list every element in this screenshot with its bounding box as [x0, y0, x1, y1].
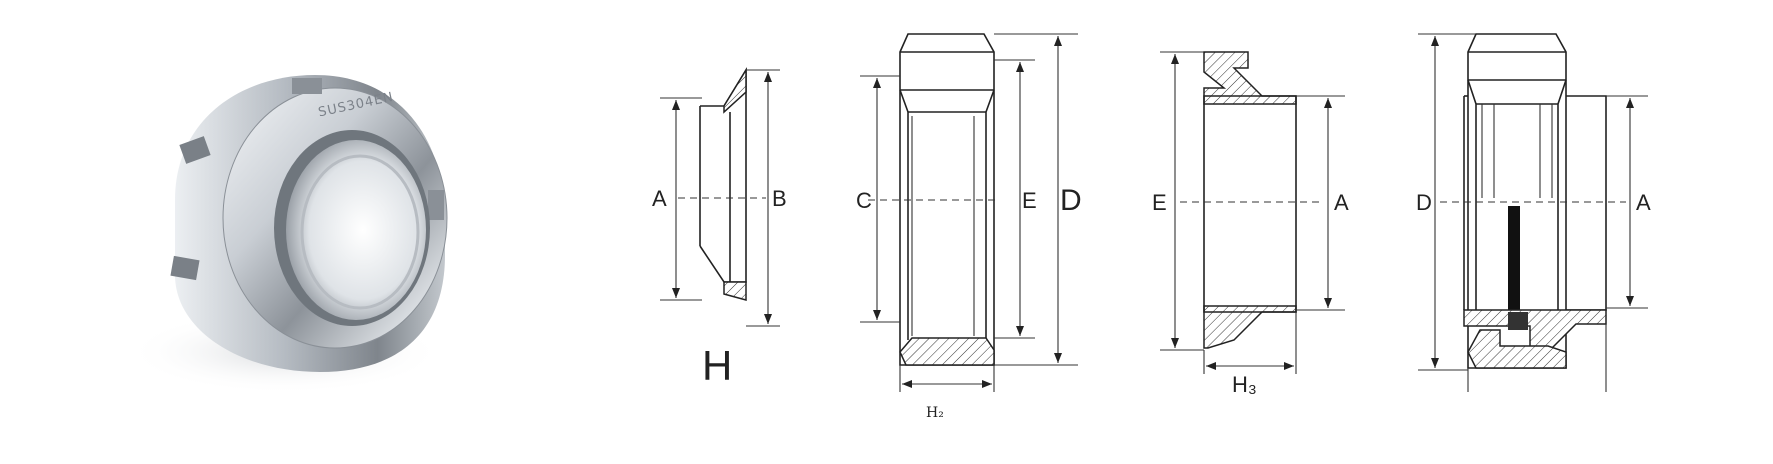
label-a: A	[652, 186, 667, 211]
nut-diagram: C E D H₂	[856, 33, 1082, 421]
liner-diagram: A B H	[652, 67, 787, 389]
label-c: C	[856, 188, 872, 213]
union-nut-photo: SUS304EN	[127, 75, 448, 394]
label-h: H	[702, 342, 732, 389]
label-e-male: E	[1152, 190, 1167, 215]
label-b: B	[772, 186, 787, 211]
male-part-diagram: E A H₃	[1152, 51, 1349, 397]
assembly-diagram: D A	[1416, 33, 1651, 392]
label-h3: H₃	[1232, 372, 1257, 397]
label-h2: H₂	[926, 405, 944, 421]
label-a-assembly: A	[1636, 190, 1651, 215]
label-d-assembly: D	[1416, 190, 1432, 215]
label-d: D	[1060, 184, 1082, 217]
label-a-male: A	[1334, 190, 1349, 215]
label-e: E	[1022, 188, 1037, 213]
